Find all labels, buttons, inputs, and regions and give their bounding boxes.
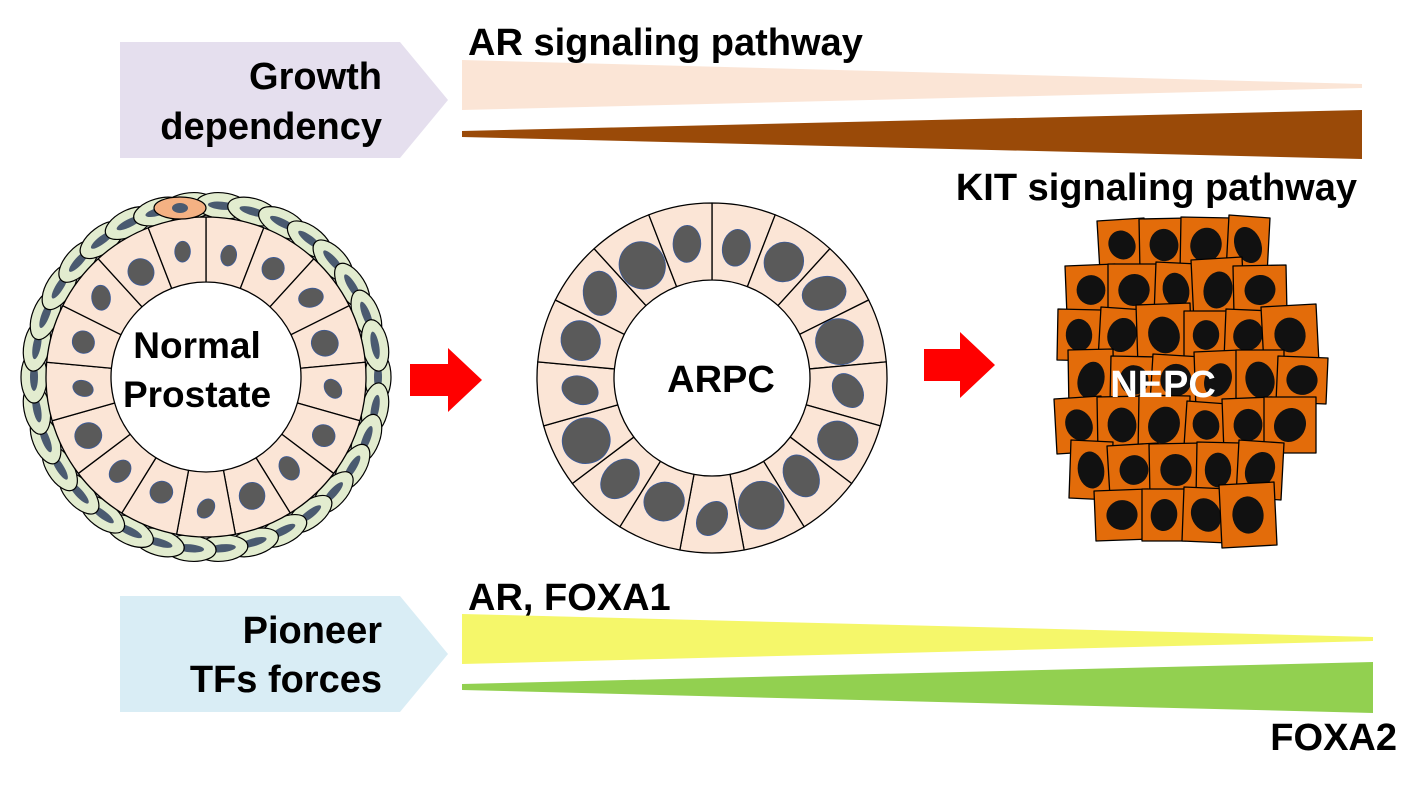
nepc-nucleus <box>1203 271 1233 309</box>
nepc-nucleus <box>1065 409 1093 441</box>
arpc-nucleus <box>643 481 685 522</box>
progression-arrow-1 <box>410 348 482 412</box>
nepc-nucleus <box>1204 363 1232 397</box>
arpc-nucleus <box>721 229 751 267</box>
arpc-nucleus <box>815 318 864 366</box>
nepc-nucleus <box>1108 230 1136 260</box>
normal-label-line2: Prostate <box>123 374 271 415</box>
nepc-nucleus <box>1273 408 1307 442</box>
nepc-nucleus <box>1232 496 1264 534</box>
arpc-nucleus <box>763 241 805 283</box>
nepc-nucleus <box>1286 365 1318 395</box>
nepc-nucleus <box>1233 227 1263 263</box>
pioneer-label-line2: TFs forces <box>190 659 382 701</box>
nepc-nucleus <box>1274 317 1306 353</box>
arpc-nucleus <box>600 458 640 500</box>
arpc-nucleus <box>560 320 601 361</box>
luminal-nucleus <box>108 459 132 483</box>
arpc-nucleus <box>738 480 785 530</box>
foxa2-label: FOXA2 <box>1270 717 1397 759</box>
kit-pathway-label: KIT signaling pathway <box>956 167 1357 209</box>
nepc-nucleus <box>1119 455 1149 485</box>
luminal-nucleus <box>72 379 94 397</box>
arpc-nucleus <box>561 375 599 406</box>
nepc-nucleus <box>1149 228 1179 262</box>
luminal-nucleus <box>311 424 336 447</box>
nepc-nucleus <box>1190 227 1222 263</box>
pioneer-label-line1: Pioneer <box>243 610 383 652</box>
nepc-nucleus <box>1107 407 1137 443</box>
nepc-nucleus <box>1245 361 1275 399</box>
arpc-nucleus <box>695 501 729 536</box>
luminal-nucleus <box>278 456 300 481</box>
foxa1-label: AR, FOXA1 <box>468 577 671 619</box>
nepc-nucleus <box>1204 452 1232 488</box>
arpc-label: ARPC <box>667 359 775 401</box>
nepc-nucleus <box>1190 498 1222 532</box>
ar-foxa1-wedge <box>462 614 1373 664</box>
nepc-nucleus <box>1148 316 1180 354</box>
nepc-nucleus <box>1077 451 1105 489</box>
arpc-nucleus <box>582 270 617 316</box>
luminal-nucleus <box>74 422 103 449</box>
nepc-nucleus <box>1106 500 1138 530</box>
progression-arrow-2 <box>924 332 995 398</box>
nepc-nucleus <box>1065 318 1093 352</box>
nepc-nucleus <box>1233 319 1263 351</box>
growth-label-line2: dependency <box>160 106 382 148</box>
growth-label-line1: Growth <box>249 56 382 98</box>
arpc-nucleus <box>817 420 859 461</box>
nepc-nucleus <box>1192 320 1220 350</box>
arpc-acinus <box>536 202 888 554</box>
nepc-cell-cluster <box>1053 214 1329 549</box>
nepc-nucleus <box>1150 498 1178 532</box>
nepc-nucleus <box>1119 365 1149 395</box>
luminal-nucleus <box>149 480 174 504</box>
luminal-nucleus <box>127 258 155 286</box>
nepc-nucleus <box>1160 453 1192 487</box>
nepc-nucleus <box>1077 361 1105 399</box>
foxa2-wedge <box>462 662 1373 713</box>
growth-dependency-box <box>120 42 448 158</box>
nepc-nucleus <box>1107 317 1137 353</box>
luminal-nucleus <box>238 481 266 510</box>
luminal-nucleus <box>323 378 343 399</box>
ar-signaling-wedge <box>462 60 1362 110</box>
orange-cell-nucleus <box>172 203 188 213</box>
arpc-nucleus <box>782 454 820 498</box>
nepc-nucleus <box>1244 274 1276 306</box>
nepc-nucleus <box>1148 406 1180 444</box>
arpc-nucleus <box>801 275 847 311</box>
nepc-nucleus <box>1244 451 1276 489</box>
nepc-nucleus <box>1160 363 1192 397</box>
luminal-nucleus <box>310 329 339 357</box>
luminal-nucleus <box>196 498 216 519</box>
normal-prostate-acinus <box>20 191 392 563</box>
arpc-nucleus <box>672 224 702 263</box>
basal-nucleus <box>370 331 380 360</box>
luminal-nucleus <box>91 284 111 311</box>
luminal-nucleus <box>298 287 324 308</box>
ar-pathway-label: AR signaling pathway <box>468 22 863 64</box>
nepc-nucleus <box>1076 275 1106 305</box>
nepc-nucleus <box>1233 408 1263 442</box>
kit-signaling-wedge <box>462 110 1362 159</box>
nepc-nucleus <box>1162 272 1190 308</box>
luminal-nucleus <box>174 240 191 263</box>
arpc-nucleus <box>618 241 666 290</box>
nepc-nucleus <box>1192 410 1220 440</box>
luminal-nucleus <box>71 330 95 354</box>
nepc-nucleus <box>1118 273 1150 307</box>
arpc-nucleus <box>561 417 611 464</box>
arpc-nucleus <box>831 373 864 408</box>
normal-label-line1: Normal <box>133 325 260 366</box>
nepc-label: NEPC <box>1110 364 1216 406</box>
pioneer-tfs-box <box>120 596 448 712</box>
luminal-nucleus <box>261 257 285 281</box>
luminal-nucleus <box>220 244 237 267</box>
